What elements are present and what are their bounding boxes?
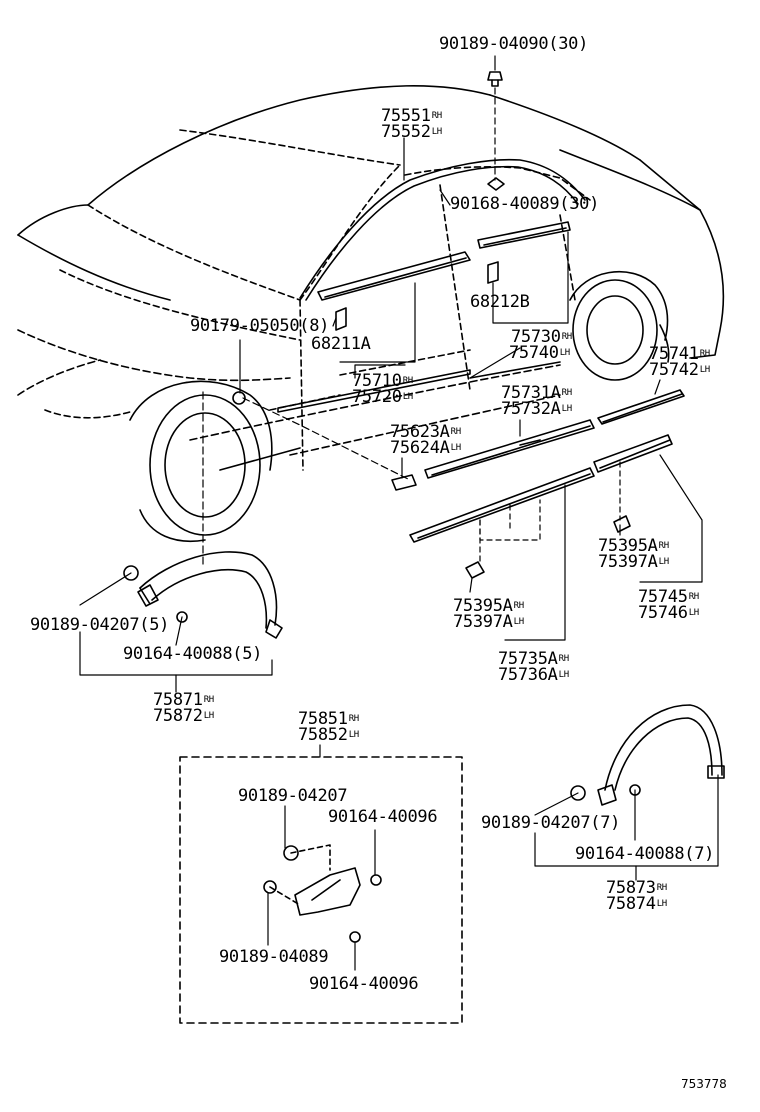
callout-75735A: 75735ARH bbox=[498, 649, 569, 669]
callout-68212B: 68212B bbox=[470, 292, 530, 312]
roof-clip-upper bbox=[487, 71, 503, 87]
callout-90189-04090: 90189-04090(30) bbox=[439, 34, 589, 54]
rear-quarter-molding bbox=[597, 389, 685, 425]
callout-75852: 75852LH bbox=[298, 725, 359, 745]
callout-75736A: 75736ALH bbox=[498, 665, 569, 685]
callout-68211A: 68211A bbox=[311, 334, 371, 354]
car-body-outline bbox=[17, 85, 725, 542]
rocker-clip-b bbox=[613, 515, 631, 533]
callout-90164-40088-7: 90164-40088(7) bbox=[575, 844, 715, 864]
callout-75731A: 75731ARH bbox=[501, 383, 572, 403]
callout-75551: 75551RH bbox=[381, 106, 442, 126]
rocker-panel-rear bbox=[593, 434, 673, 473]
front-door-belt-molding bbox=[317, 251, 471, 301]
callout-75720: 75720LH bbox=[352, 387, 413, 407]
callout-75624A: 75624ALH bbox=[390, 438, 461, 458]
rear-door-side-molding bbox=[469, 361, 561, 379]
leader-lines bbox=[79, 55, 719, 971]
callout-90189-04207-box: 90189-04207 bbox=[238, 786, 348, 806]
callout-90164-40088-5: 90164-40088(5) bbox=[123, 644, 263, 664]
mudguard-part bbox=[263, 844, 382, 943]
callout-75730: 75730RH bbox=[511, 327, 572, 347]
callout-90189-04207-5: 90189-04207(5) bbox=[30, 615, 170, 635]
callout-75872: 75872LH bbox=[153, 706, 214, 726]
callout-75552: 75552LH bbox=[381, 122, 442, 142]
callout-75395A-middle: 75395ARH bbox=[453, 596, 524, 616]
rear-door-belt-molding bbox=[477, 221, 571, 249]
belt-molding-clip-rear bbox=[487, 261, 499, 284]
callout-75397A-right: 75397ALH bbox=[598, 552, 669, 572]
callout-90164-40096-upper: 90164-40096 bbox=[328, 807, 438, 827]
rocker-molding-front bbox=[424, 419, 595, 479]
callout-75740: 75740LH bbox=[509, 343, 570, 363]
callout-75732A: 75732ALH bbox=[501, 399, 572, 419]
rocker-clip-a bbox=[465, 561, 485, 579]
callout-75851: 75851RH bbox=[298, 709, 359, 729]
callout-75874: 75874LH bbox=[606, 894, 667, 914]
side-molding-clip bbox=[232, 391, 246, 405]
front-door-side-molding bbox=[277, 369, 471, 413]
rocker-end-cap bbox=[391, 474, 417, 491]
callout-75623A: 75623ARH bbox=[390, 422, 461, 442]
callout-75745: 75745RH bbox=[638, 587, 699, 607]
callout-75746: 75746LH bbox=[638, 603, 699, 623]
callout-90179-05050: 90179-05050(8) bbox=[190, 316, 330, 336]
figure-number: 753778 bbox=[681, 1077, 727, 1091]
roof-clip-lower bbox=[487, 177, 505, 191]
front-wheel-arch-molding bbox=[123, 551, 283, 639]
rear-wheel-arch-molding bbox=[570, 704, 725, 806]
callout-90189-04207-7: 90189-04207(7) bbox=[481, 813, 621, 833]
callout-75873: 75873RH bbox=[606, 878, 667, 898]
callout-75710: 75710RH bbox=[352, 371, 413, 391]
callout-90189-04089: 90189-04089 bbox=[219, 947, 329, 967]
callout-90168-40089: 90168-40089(30) bbox=[450, 194, 600, 214]
belt-molding-clip-front bbox=[335, 307, 347, 331]
callout-90164-40096-lower: 90164-40096 bbox=[309, 974, 419, 994]
callout-75741: 75741RH bbox=[649, 344, 710, 364]
mudguard-assembly-box bbox=[179, 756, 463, 1024]
callout-75871: 75871RH bbox=[153, 690, 214, 710]
rocker-panel-lower bbox=[409, 467, 595, 543]
callout-75395A-right: 75395ARH bbox=[598, 536, 669, 556]
roof-drip-molding bbox=[299, 158, 586, 301]
callout-75397A-middle: 75397ALH bbox=[453, 612, 524, 632]
callout-75742: 75742LH bbox=[649, 360, 710, 380]
